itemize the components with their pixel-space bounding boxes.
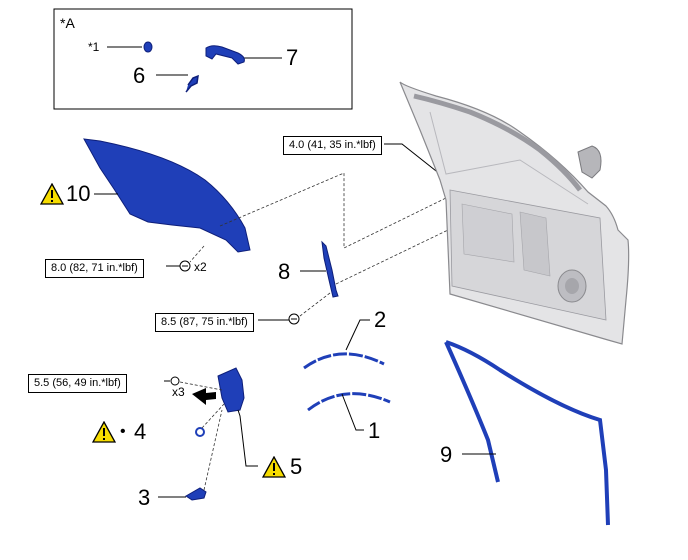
dash-clip-regulator [203,409,223,491]
dash-glass-bolt [189,245,205,263]
caution-icon-10 [40,183,64,205]
leader-1-strip [341,393,364,431]
arrow-icon [192,388,216,405]
callout-1-inset: *1 [88,40,100,54]
torque-spec-4-0: 4.0 (41, 35 in.*lbf) [283,136,382,155]
glass-run-part [445,340,610,526]
inset-box [53,8,353,110]
callout-4-bullet: • [120,423,126,440]
callout-2: 2 [374,307,387,332]
bolt-x2-icon [179,260,191,272]
qty-x2: x2 [194,260,207,274]
caution-icon-4 [92,421,116,443]
callout-3: 3 [138,485,151,510]
weatherstrip-2-part [303,352,385,370]
caution-icon-5 [262,456,286,478]
cap-part [143,41,153,53]
dash-channel-bolt [299,292,331,317]
regulator-part [217,367,245,413]
door-panel-image [399,81,630,345]
leader-t1 [384,143,451,183]
ring-part [195,427,205,437]
callout-9: 9 [440,442,453,467]
run-channel-part [321,240,339,298]
clip-part [185,487,207,501]
callout-8: 8 [278,259,291,284]
cable-part [185,74,199,93]
callout-7: 7 [286,45,299,70]
bolt-8-5-icon [288,313,300,325]
inset-label: *A [60,15,75,31]
door-handle-part [205,45,245,65]
torque-spec-8-5: 8.5 (87, 75 in.*lbf) [155,313,254,332]
weatherstrip-1-part [307,392,391,412]
torque-spec-5-5: 5.5 (56, 49 in.*lbf) [28,374,127,393]
door-glass-part [83,138,251,253]
bolt-x3-icon [170,376,180,386]
qty-x3: x3 [172,385,185,399]
glass-run-part-2 [444,341,500,483]
torque-spec-8-0: 8.0 (82, 71 in.*lbf) [45,259,144,278]
callout-10: 10 [66,181,91,206]
callout-6: 6 [133,63,146,88]
callout-5: 5 [290,454,303,479]
dash-channel-door [335,229,449,285]
leader-2 [345,319,370,351]
callout-1: 1 [368,418,381,443]
dash-bolt-regulator [179,381,223,391]
dash-ring-regulator [201,403,225,429]
leader-5 [237,409,258,467]
callout-4: 4 [134,419,147,444]
dash-glass-door-1 [219,172,447,249]
